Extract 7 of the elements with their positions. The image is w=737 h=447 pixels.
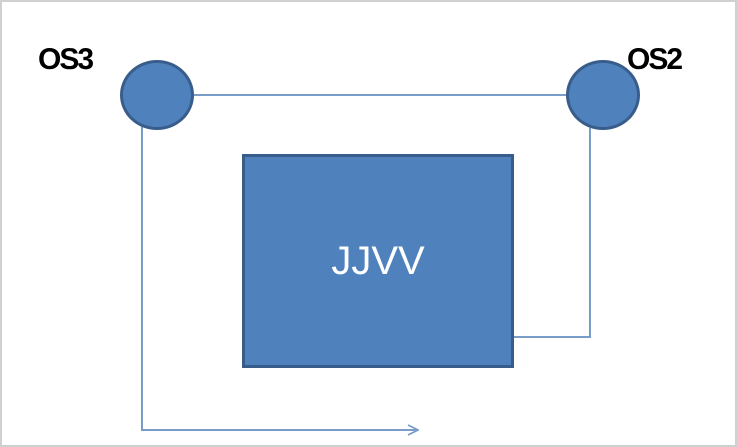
process-box — [242, 154, 514, 368]
connector-line — [194, 94, 566, 96]
node-label: JJVV — [331, 238, 425, 284]
node-label: OS2 — [627, 43, 682, 77]
arrow — [141, 127, 419, 436]
connector-line — [514, 128, 591, 338]
node-label: OS3 — [38, 43, 92, 77]
